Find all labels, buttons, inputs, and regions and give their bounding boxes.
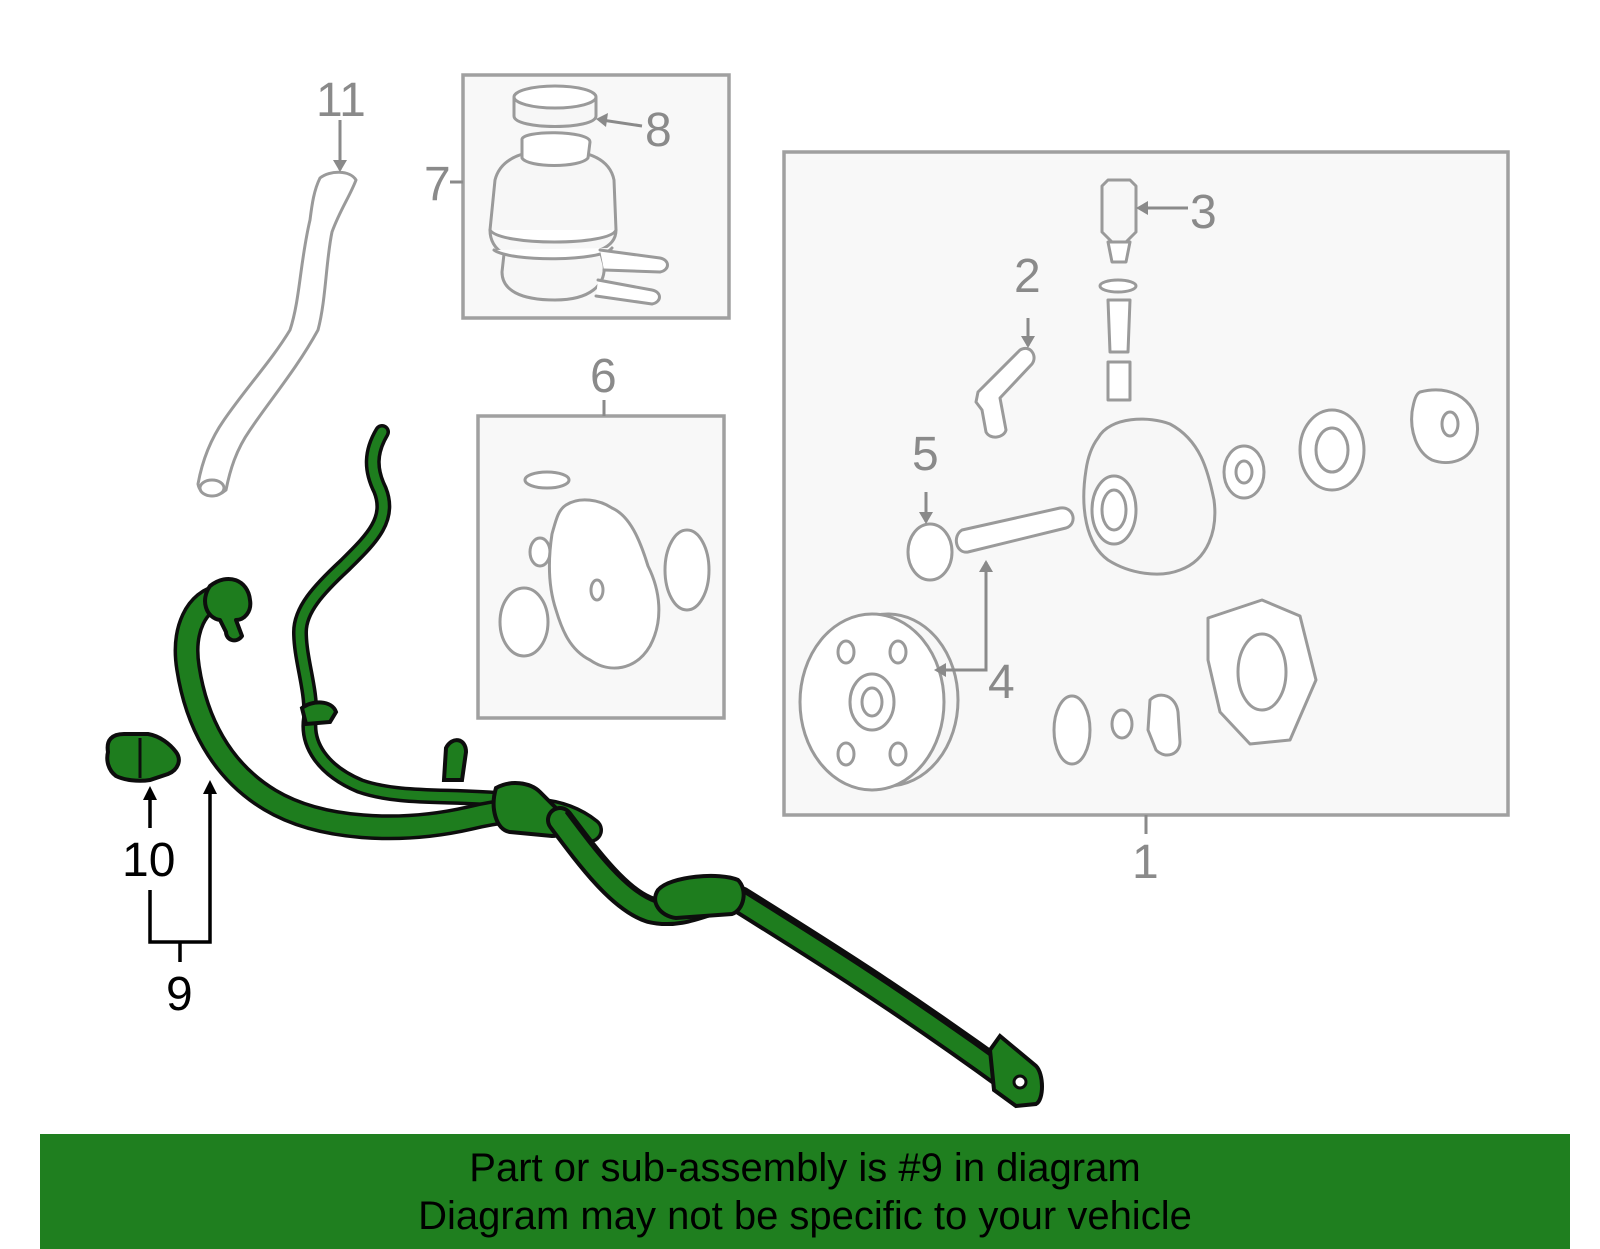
arrow-5 [919, 512, 933, 524]
info-banner: Part or sub-assembly is #9 in diagram Di… [40, 1134, 1570, 1249]
callout-8: 8 [645, 104, 672, 157]
callout-5: 5 [912, 428, 939, 481]
pump-body [1082, 417, 1217, 576]
part-10-cap[interactable] [105, 732, 181, 783]
callout-2: 2 [1014, 250, 1041, 303]
part-4-pulley[interactable] [798, 612, 960, 792]
callout-4: 4 [988, 656, 1015, 709]
leader-4 [946, 562, 988, 672]
arrow-2 [1021, 336, 1035, 348]
leader-8 [601, 118, 643, 128]
pump-shaft [954, 506, 1075, 554]
callout-11: 11 [316, 74, 366, 127]
part-6-gasket-kit[interactable] [498, 470, 711, 670]
arrow-8 [596, 113, 608, 127]
arrow-9 [203, 780, 217, 794]
part-7-reservoir[interactable] [488, 131, 669, 306]
part-11-reservoir-hose[interactable] [196, 170, 358, 498]
callout-9: 9 [166, 968, 193, 1021]
callout-3: 3 [1190, 186, 1217, 239]
banner-line-1: Part or sub-assembly is #9 in diagram [469, 1146, 1141, 1190]
part-8-cap[interactable] [512, 84, 598, 128]
callout-10: 10 [122, 834, 175, 887]
callout-7: 7 [424, 158, 451, 211]
arrow-3 [1136, 201, 1148, 215]
part-5-o-ring[interactable] [906, 522, 954, 582]
arrow-11 [333, 160, 347, 172]
arrow-4b [934, 663, 946, 677]
arrow-4a [979, 560, 993, 572]
part-9-hose-assembly[interactable] [173, 424, 1044, 1109]
part-3-valve[interactable] [1098, 178, 1138, 402]
callout-1: 1 [1132, 836, 1159, 889]
callout-6: 6 [590, 350, 617, 403]
pump-seals [1052, 388, 1479, 766]
part-2-fitting[interactable] [974, 347, 1036, 439]
arrow-10 [143, 786, 157, 800]
banner-line-2: Diagram may not be specific to your vehi… [418, 1194, 1192, 1238]
